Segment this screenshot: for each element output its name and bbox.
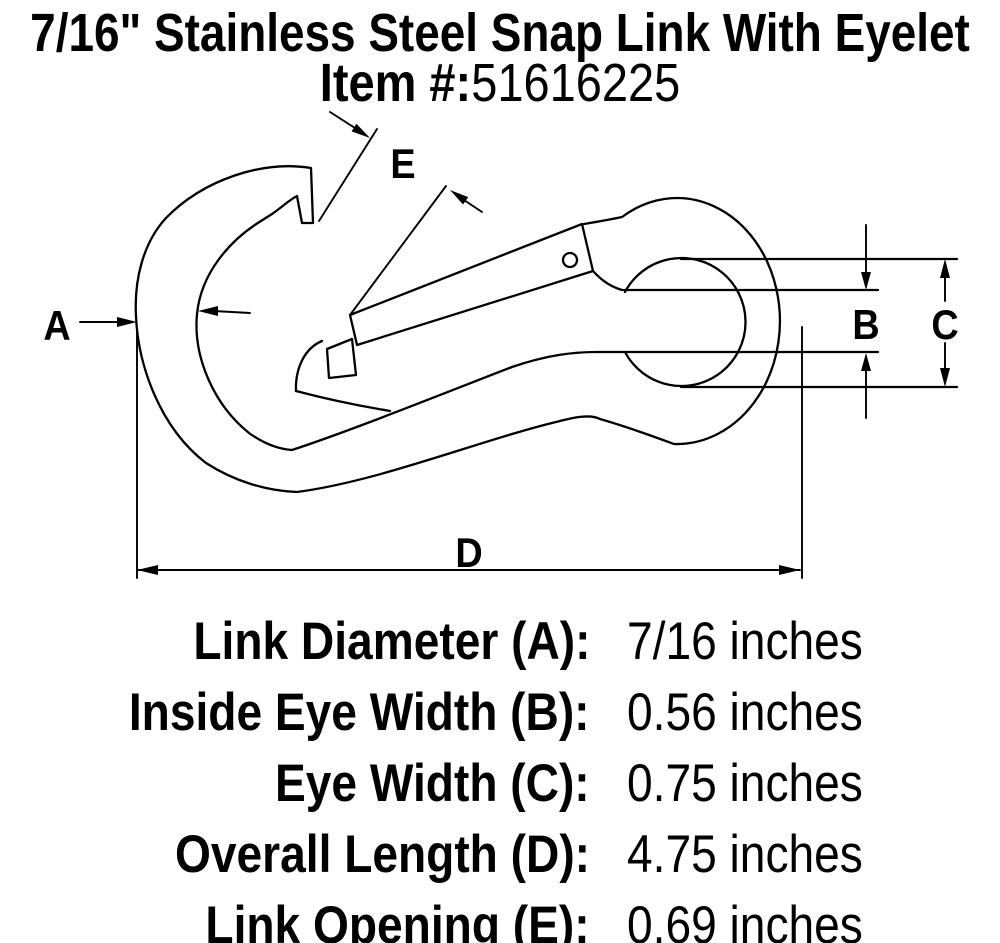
dim-label-e: E <box>390 140 416 187</box>
arrowhead-d-left <box>137 565 158 575</box>
dim-e-ext-line-1 <box>318 128 378 222</box>
arrowhead-c-down <box>940 368 950 387</box>
arrowhead-b-down <box>861 272 871 290</box>
spec-value: 7/16 inches <box>627 612 863 671</box>
dim-e-leader-2 <box>463 199 483 213</box>
arrowhead-b-up <box>861 353 871 371</box>
spring-arc <box>294 339 324 393</box>
spec-label: Overall Length (D): <box>174 825 590 884</box>
spec-value: 4.75 inches <box>627 825 863 884</box>
spec-value: 0.75 inches <box>627 754 863 813</box>
arrowhead-d-right <box>779 565 800 575</box>
spec-value: 0.56 inches <box>627 683 863 742</box>
rivet-hole <box>561 251 579 269</box>
dim-a-leader-right <box>213 310 251 314</box>
dim-e-ext-line-2 <box>349 185 447 316</box>
arrowhead-a-left <box>198 306 218 316</box>
arrowhead-a-right <box>117 317 137 327</box>
arrowhead-e-2 <box>450 190 469 205</box>
dim-label-c: C <box>931 301 959 348</box>
item-number-value: 51616225 <box>471 53 681 113</box>
page-title: 7/16" Stainless Steel Snap Link With Eye… <box>30 3 970 63</box>
item-number-label: Item #: <box>319 53 472 113</box>
gate-outline <box>348 222 595 347</box>
arrowhead-c-up <box>940 259 950 278</box>
spec-label: Link Diameter (A): <box>192 612 590 671</box>
spring-block <box>325 337 358 380</box>
link-body-outline <box>134 165 880 494</box>
dim-label-a: A <box>43 302 71 349</box>
arrowhead-e-1 <box>351 123 370 138</box>
spec-value: 0.69 inches <box>627 896 863 943</box>
spring-base-line <box>294 389 392 413</box>
item-number-line: Item #:51616225 <box>320 52 680 114</box>
dim-label-b: B <box>852 301 880 348</box>
eye-top-lip-line <box>591 269 880 292</box>
dim-e-leader-1 <box>329 111 356 129</box>
spec-label: Eye Width (C): <box>275 754 590 813</box>
eye-inner-circle <box>623 256 747 388</box>
spec-label: Link Opening (E): <box>205 896 590 943</box>
dim-label-d: D <box>455 529 483 576</box>
spec-label: Inside Eye Width (B): <box>129 683 590 742</box>
